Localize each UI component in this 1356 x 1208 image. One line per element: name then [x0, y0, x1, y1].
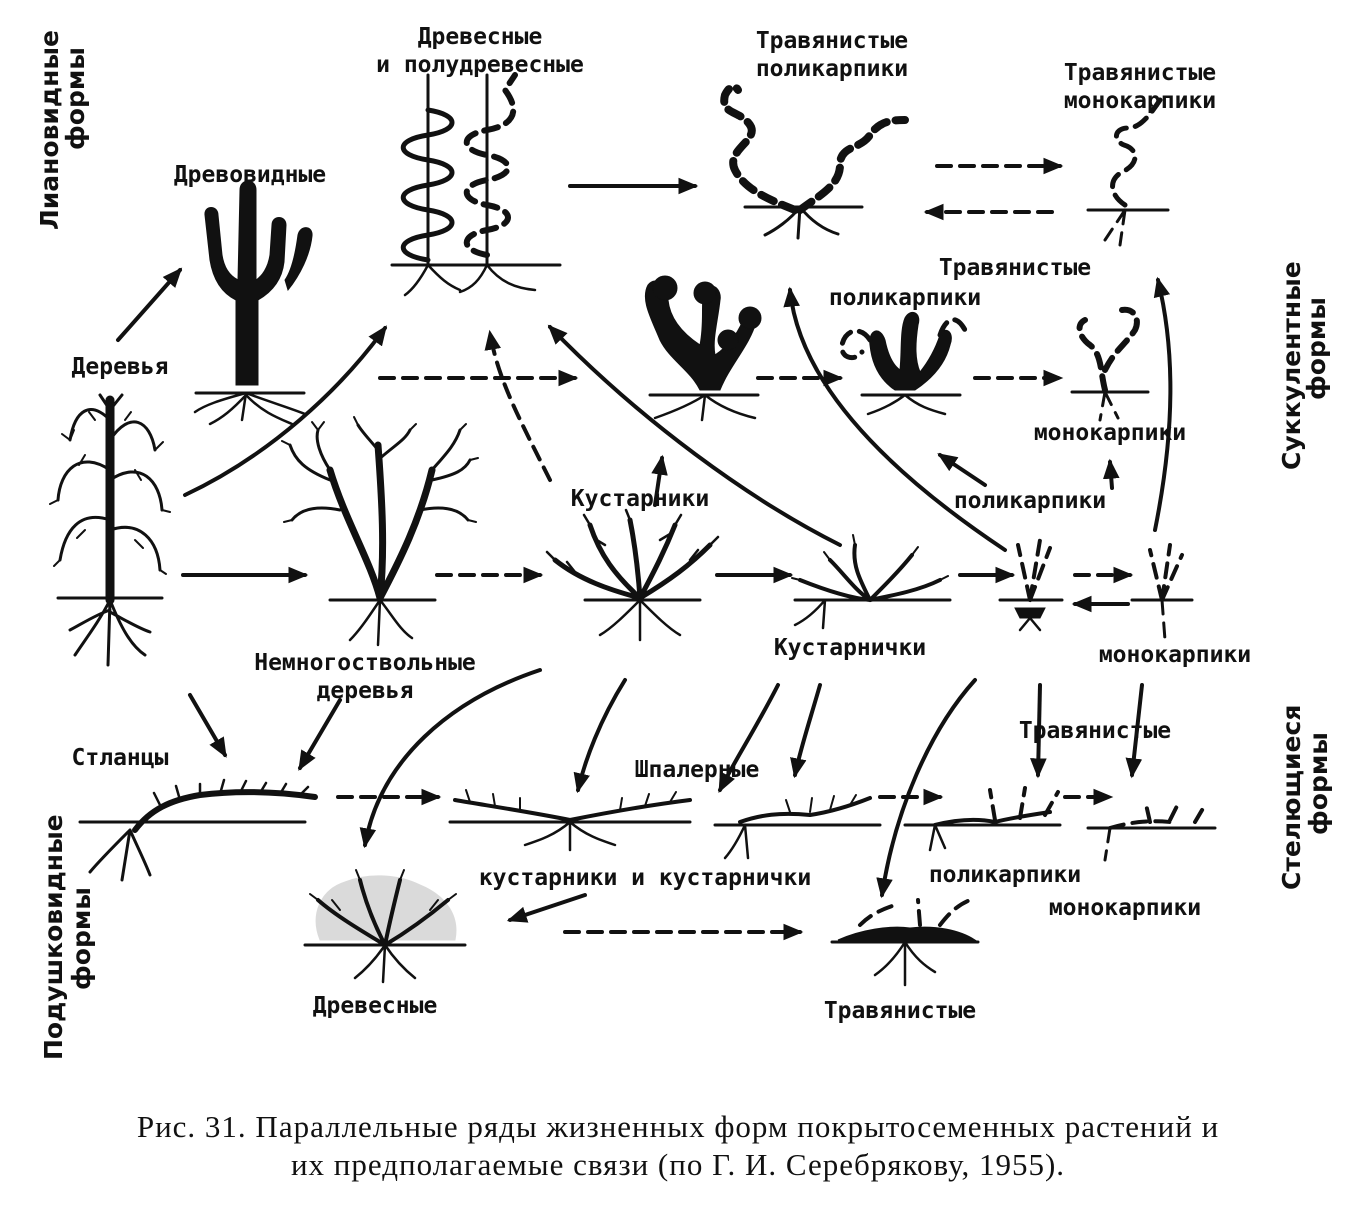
arrow-to-creeping-mono	[1125, 683, 1144, 779]
label-drevesnye-1: Древесные	[418, 24, 543, 50]
arrow-mono-to-succulent-mono	[1153, 276, 1173, 532]
woody-cushion-illustration	[303, 869, 467, 984]
spalier-shrubs-illustration	[448, 789, 692, 852]
label-monokarpiki-bottom: монокарпики	[1049, 895, 1201, 921]
arrow-shrubs-to-spaliers	[573, 678, 627, 794]
label-kustarnichki: Кустарнички	[774, 635, 926, 661]
label-drevesnye-bottom: Древесные	[313, 993, 438, 1019]
liana-woody-illustration	[390, 72, 562, 297]
label-nemnogostvolnye-2: деревья	[317, 678, 414, 704]
label-derevya: Деревья	[72, 354, 169, 380]
side-label-sukkulentnye-1: Суккулентные	[1277, 261, 1306, 470]
label-polikarpiki-bottom: поликарпики	[929, 862, 1081, 888]
arrows	[116, 157, 1173, 941]
succulent-herbaceous-monocarpic-illustration	[1070, 306, 1150, 422]
arrow-multistem-to-stlantsy	[298, 698, 342, 771]
label-travyanistye-mono-top-1: Травянистые	[1064, 60, 1216, 86]
label-drevesnye-2: и полудревесные	[376, 52, 584, 78]
side-label-podushkovidnye-2: формы	[67, 887, 96, 990]
creeping-herbaceous-polycarpic-illustration	[903, 786, 1062, 852]
arrow-dwarf-to-spaliers	[718, 683, 780, 793]
arrow-dwarf-to-liana	[547, 324, 842, 547]
caption-line-1: Рис. 31. Параллельные ряды жизненных фор…	[136, 1109, 1220, 1144]
label-polikarpiki-low: поликарпики	[954, 488, 1106, 514]
node-labels: Древесные и полудревесные Травянистые по…	[72, 24, 1252, 1024]
arrow-to-succulent-poly-small	[937, 453, 987, 487]
dwarf-shrubs-illustration	[791, 534, 952, 630]
side-label-lianovidnye-2: формы	[61, 47, 90, 150]
label-travyanistye-poly-top-2: поликарпики	[756, 56, 908, 82]
creeping-herbaceous-monocarpic-illustration	[1086, 798, 1217, 862]
succulent-herbaceous-polycarpic-illustration	[839, 311, 968, 416]
side-labels: Лиановидные формы Суккулентные формы Сте…	[35, 30, 1333, 1060]
side-label-stelyushchiesya-2: формы	[1304, 732, 1333, 835]
stlantsy-illustration	[78, 778, 318, 882]
figure-caption: Рис. 31. Параллельные ряды жизненных фор…	[0, 1108, 1356, 1184]
side-label-sukkulentnye-2: формы	[1302, 297, 1331, 400]
herbaceous-cushion-illustration	[830, 898, 980, 987]
label-drevovidnye: Древовидные	[174, 162, 326, 188]
side-label-lianovidnye-1: Лиановидные	[35, 30, 64, 230]
life-forms-diagram: Древесные и полудревесные Травянистые по…	[35, 24, 1333, 1060]
label-kustarniki: Кустарники	[571, 486, 709, 512]
label-nemnogostvolnye-1: Немногоствольные	[254, 650, 476, 676]
multistem-trees-illustration	[281, 416, 479, 647]
arrow-to-creeping-poly	[1030, 683, 1047, 779]
herbaceous-monocarpic-liana-illustration	[1086, 97, 1170, 247]
succulent-shrub-illustration	[644, 275, 762, 422]
arrow-to-woody-cushion-bottom	[506, 893, 587, 923]
arrow-derevya-to-liana	[183, 325, 387, 497]
side-label-podushkovidnye-1: Подушковидные	[39, 814, 68, 1060]
arrow-to-succulent-mono-small	[1102, 458, 1120, 490]
label-kustarniki-i-kustarnichki: кустарники и кустарнички	[479, 865, 811, 891]
arrow-derevya-to-drevovidnye	[116, 267, 183, 342]
arrow-shrubs-to-succulent	[651, 454, 668, 507]
label-stlantsy: Стланцы	[72, 745, 169, 771]
tree-like-succulent-illustration	[193, 180, 313, 426]
creeping-woody-illustration	[713, 794, 882, 860]
label-shpalernye: Шпалерные	[635, 757, 760, 783]
shrubs-illustration	[545, 508, 720, 642]
label-polikarpiki-mid: поликарпики	[829, 285, 981, 311]
label-travyanistye-row: Травянистые	[1019, 718, 1171, 744]
label-monokarpiki-mid: монокарпики	[1034, 420, 1186, 446]
label-monokarpiki-low: монокарпики	[1099, 642, 1251, 668]
herbaceous-polycarpic-mid-illustration	[998, 538, 1064, 632]
label-travyanistye-poly-top-1: Травянистые	[756, 28, 908, 54]
arrow-dwarf-to-creeping-herbs	[790, 683, 822, 779]
tree-illustration	[49, 393, 171, 667]
arrow-to-woody-cushion	[359, 668, 542, 849]
caption-line-2: их предполагаемые связи (по Г. И. Серебр…	[290, 1147, 1066, 1182]
arrow-to-herb-cushion	[876, 678, 977, 899]
side-label-stelyushchiesya-1: Стелющиеся	[1277, 705, 1306, 890]
arrow-trees-to-stlantsy	[188, 693, 227, 758]
label-travyanistye-mid: Травянистые	[939, 255, 1091, 281]
label-travyanistye-bottom: Травянистые	[824, 998, 976, 1024]
herbaceous-monocarpic-mid-illustration	[1130, 543, 1194, 642]
label-travyanistye-mono-top-2: монокарпики	[1064, 88, 1216, 114]
arrow-herb-poly-to-succulent-poly	[783, 286, 1007, 552]
herbaceous-polycarpic-liana-illustration	[720, 82, 909, 240]
arrow-shrubs-to-liana	[484, 329, 552, 482]
